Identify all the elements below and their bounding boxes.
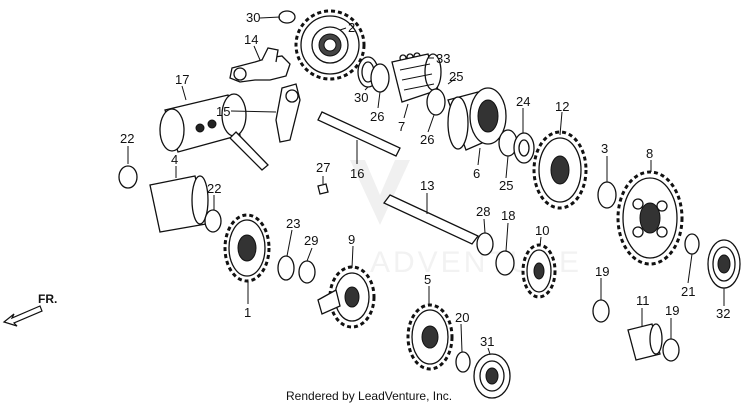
callout-15: 15 (216, 104, 230, 119)
ring-29 (298, 260, 316, 284)
callout-26-b: 26 (420, 132, 434, 147)
snap-ring-30-top (278, 10, 296, 24)
leader-lines (127, 16, 725, 355)
washer-18 (495, 250, 515, 276)
washer-22-top (118, 165, 138, 189)
washer-24 (513, 132, 535, 164)
gear-2 (294, 9, 366, 81)
callout-4: 4 (171, 152, 178, 167)
callout-11: 11 (636, 293, 650, 308)
countershaft-13 (382, 194, 480, 245)
callout-29: 29 (304, 233, 318, 248)
callout-16: 16 (350, 166, 364, 181)
callout-3: 3 (601, 141, 608, 156)
callout-5: 5 (424, 272, 431, 287)
callout-14: 14 (244, 32, 258, 47)
callout-7: 7 (398, 119, 405, 134)
front-arrow-icon (2, 305, 43, 327)
callout-21: 21 (681, 284, 695, 299)
callout-19-upper: 19 (595, 264, 609, 279)
callout-6: 6 (473, 166, 480, 181)
callout-31: 31 (480, 334, 494, 349)
callout-24: 24 (516, 94, 530, 109)
shift-fork-15 (275, 83, 301, 143)
washer-3 (597, 181, 617, 209)
callout-22: 22 (207, 181, 221, 196)
gear-5 (406, 303, 454, 371)
gear-12 (532, 130, 588, 210)
gear-10 (521, 243, 557, 299)
callout-30: 30 (354, 90, 368, 105)
bushing-7 (391, 53, 442, 103)
callout-2: 2 (348, 20, 355, 35)
gear-9 (317, 265, 376, 329)
callout-20: 20 (455, 310, 469, 325)
callout-30-top: 30 (246, 10, 260, 25)
washer-23 (277, 255, 295, 281)
washer-26-b (426, 88, 446, 116)
callout-12: 12 (555, 99, 569, 114)
callout-28: 28 (476, 204, 490, 219)
callout-22-top: 22 (120, 131, 134, 146)
washer-19-lower (662, 338, 680, 362)
callout-33: 33 (436, 51, 450, 66)
fork-shaft-16 (317, 111, 401, 157)
gear-hub-6 (447, 87, 507, 151)
bearing-31 (473, 353, 511, 399)
callout-26: 26 (370, 109, 384, 124)
gear-1 (223, 213, 271, 283)
callout-1: 1 (244, 305, 251, 320)
callout-25: 25 (499, 178, 513, 193)
callout-13: 13 (420, 178, 434, 193)
bearing-32 (707, 239, 741, 289)
gear-8 (616, 170, 684, 266)
washer-19-upper (592, 299, 610, 323)
shift-fork-14 (229, 47, 291, 83)
callout-labels: 30 2 14 33 25 17 15 12 24 30 26 7 26 22 … (120, 10, 730, 349)
callout-10: 10 (535, 223, 549, 238)
render-credit: Rendered by LeadVenture, Inc. (286, 389, 452, 403)
washer-26 (370, 63, 390, 93)
callout-23: 23 (286, 216, 300, 231)
callout-17: 17 (175, 72, 189, 87)
washer-20 (455, 351, 471, 373)
bushing-11 (627, 323, 663, 361)
callout-32: 32 (716, 306, 730, 321)
callout-25-top: 25 (449, 69, 463, 84)
front-direction-indicator: FR. (2, 292, 57, 327)
callout-19-lower: 19 (665, 303, 679, 318)
pin-27 (317, 183, 329, 195)
callout-9: 9 (348, 232, 355, 247)
callout-8: 8 (646, 146, 653, 161)
ring-28 (476, 232, 494, 256)
washer-22 (204, 209, 222, 233)
bushing-4 (149, 175, 209, 233)
shift-drum-17 (159, 93, 269, 171)
washer-21 (684, 233, 700, 255)
callout-18: 18 (501, 208, 515, 223)
callout-27: 27 (316, 160, 330, 175)
front-label: FR. (38, 292, 57, 306)
